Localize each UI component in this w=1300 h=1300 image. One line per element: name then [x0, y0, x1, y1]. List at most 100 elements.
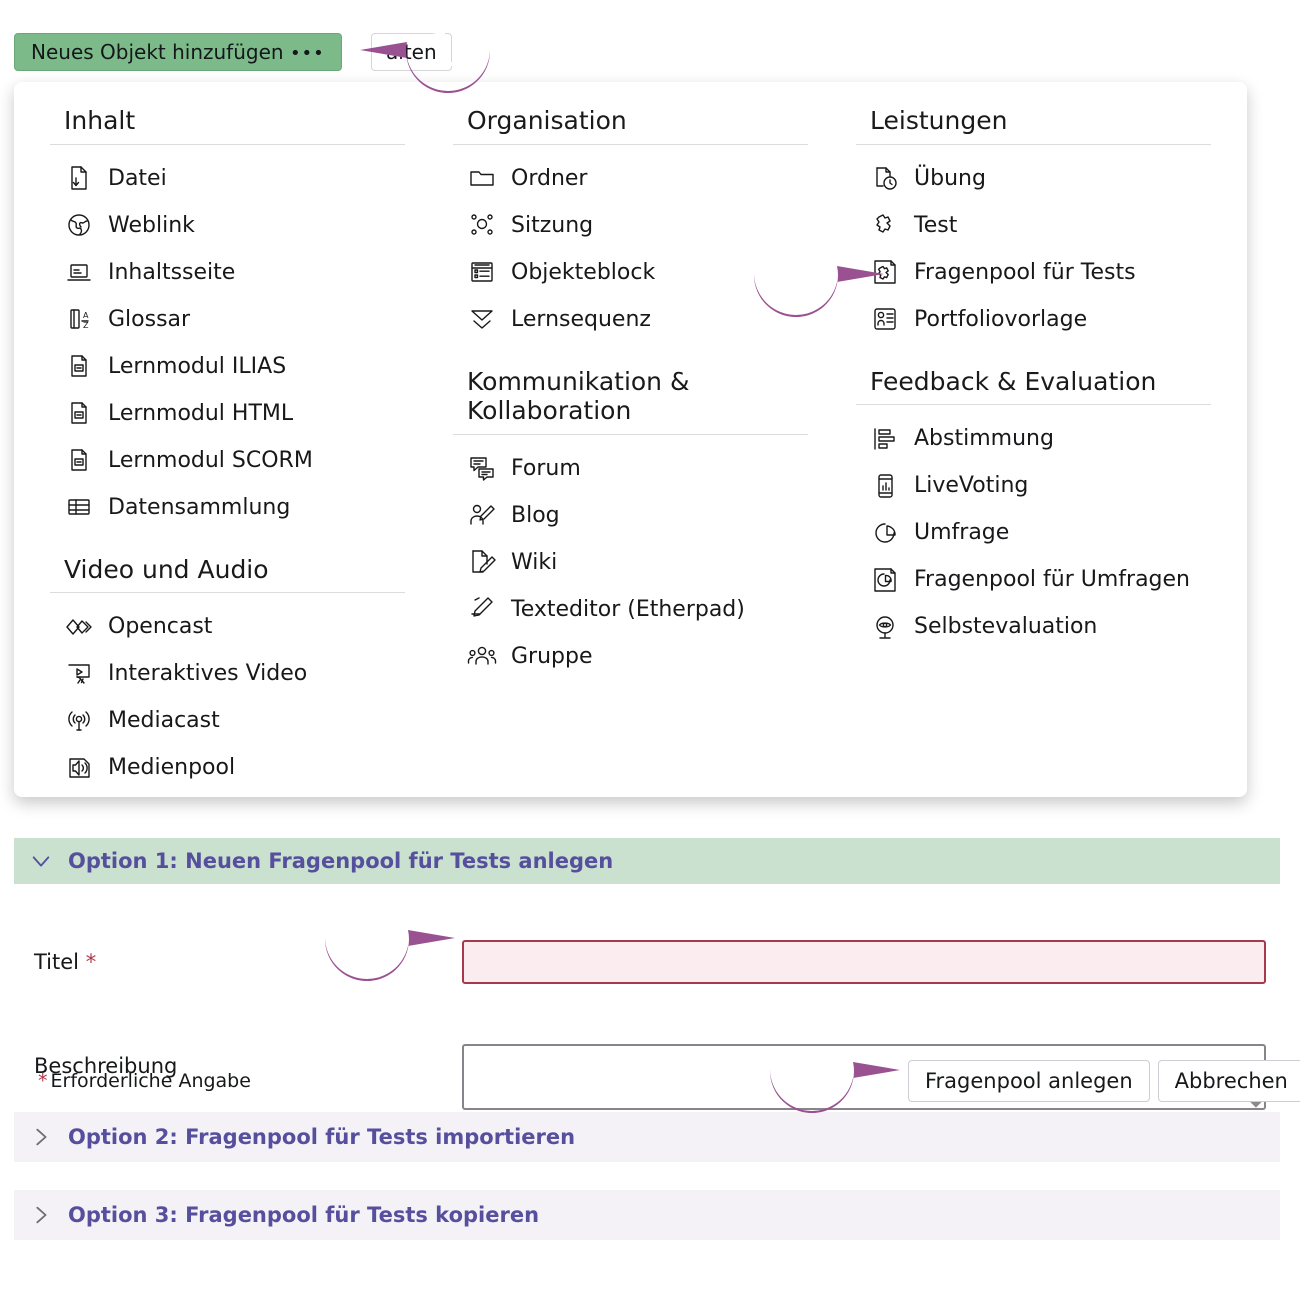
dropdown-item-label: Selbstevaluation: [914, 614, 1098, 639]
dropdown-item[interactable]: Blog: [453, 492, 808, 539]
accordion-option-3-title: Option 3: Fragenpool für Tests kopieren: [68, 1203, 540, 1227]
dropdown-item[interactable]: Interaktives Video: [50, 650, 405, 697]
phone-chart-icon: [870, 471, 900, 501]
toolbar: Neues Objekt hinzufügen ••• alten: [0, 0, 1300, 86]
group-spacer: [856, 343, 1211, 367]
group-divider: [453, 143, 808, 145]
dropdown-item[interactable]: Gruppe: [453, 633, 808, 680]
dropdown-item[interactable]: Sitzung: [453, 202, 808, 249]
etherpad-icon: [467, 594, 497, 624]
dropdown-item-label: Portfoliovorlage: [914, 306, 1088, 332]
learning-module-icon: [64, 351, 94, 381]
dropdown-item[interactable]: Fragenpool für Umfragen: [856, 556, 1211, 603]
dropdown-item-label: Medienpool: [108, 755, 236, 780]
dropdown-item[interactable]: Forum: [453, 445, 808, 492]
dropdown-item[interactable]: Datensammlung: [50, 484, 405, 531]
dropdown-item-label: Sitzung: [511, 212, 594, 238]
dropdown-item[interactable]: Datei: [50, 155, 405, 202]
dropdown-item[interactable]: Abstimmung: [856, 415, 1211, 462]
question-pool-icon: [870, 257, 900, 287]
dropdown-item-label: Fragenpool für Umfragen: [914, 567, 1190, 592]
dropdown-item[interactable]: Umfrage: [856, 509, 1211, 556]
session-nodes-icon: [467, 210, 497, 240]
forum-icon: [467, 453, 497, 483]
accordion-option-2-title: Option 2: Fragenpool für Tests importier…: [68, 1125, 576, 1149]
dropdown-item-label: Glossar: [108, 306, 191, 332]
group-spacer: [50, 531, 405, 555]
puzzle-icon: [870, 210, 900, 240]
dropdown-item[interactable]: Wiki: [453, 539, 808, 586]
group-divider: [50, 592, 405, 593]
dropdown-item[interactable]: Objekteblock: [453, 249, 808, 296]
dropdown-item-label: Lernsequenz: [511, 306, 651, 332]
group-divider: [453, 433, 808, 435]
dropdown-item-label: LiveVoting: [914, 473, 1029, 498]
accordion-option-1-title: Option 1: Neuen Fragenpool für Tests anl…: [68, 849, 614, 873]
dropdown-item-label: Lernmodul ILIAS: [108, 353, 287, 379]
dropdown-item-label: Ordner: [511, 165, 588, 191]
add-object-button-label: Neues Objekt hinzufügen: [31, 40, 284, 64]
content-page-icon: [64, 257, 94, 287]
dropdown-item[interactable]: Selbstevaluation: [856, 603, 1211, 650]
exercise-clock-icon: [870, 163, 900, 193]
dropdown-item[interactable]: LiveVoting: [856, 462, 1211, 509]
dropdown-item[interactable]: Ordner: [453, 155, 808, 202]
table-icon: [64, 492, 94, 522]
chevron-down-icon: [30, 850, 52, 872]
dropdown-item-label: Inhaltsseite: [108, 259, 236, 285]
learning-module-icon: [64, 398, 94, 428]
portfolio-template-icon: [870, 304, 900, 334]
chevron-right-icon: [30, 1126, 52, 1148]
dropdown-item-label: Wiki: [511, 549, 558, 575]
dropdown-item-label: Lernmodul SCORM: [108, 447, 313, 473]
group-divider: [50, 143, 405, 145]
group-divider: [856, 404, 1211, 405]
accordion-option-3-header[interactable]: Option 3: Fragenpool für Tests kopieren: [14, 1190, 1280, 1240]
dropdown-item[interactable]: Texteditor (Etherpad): [453, 586, 808, 633]
create-question-pool-form: Option 1: Neuen Fragenpool für Tests anl…: [0, 838, 1300, 1240]
dropdown-item[interactable]: Opencast: [50, 603, 405, 650]
ellipsis-icon: •••: [289, 43, 325, 64]
accordion-option-2-header[interactable]: Option 2: Fragenpool für Tests importier…: [14, 1112, 1280, 1162]
dropdown-item-label: Datei: [108, 165, 167, 191]
svg-text:Z: Z: [83, 321, 89, 330]
title-input[interactable]: [462, 940, 1266, 984]
accordion-option-1-header[interactable]: Option 1: Neuen Fragenpool für Tests anl…: [14, 838, 1280, 884]
add-object-button[interactable]: Neues Objekt hinzufügen •••: [14, 33, 342, 71]
dropdown-item-label: Umfrage: [914, 520, 1010, 545]
submit-button[interactable]: Fragenpool anlegen: [908, 1060, 1150, 1102]
speaker-icon: [64, 753, 94, 783]
dropdown-item[interactable]: Medienpool: [50, 744, 405, 791]
secondary-toolbar-button[interactable]: alten: [371, 33, 452, 71]
dropdown-item[interactable]: Übung: [856, 155, 1211, 202]
dropdown-item[interactable]: Mediacast: [50, 697, 405, 744]
form-actions: Fragenpool anlegen Abbrechen: [908, 1060, 1300, 1102]
interactive-video-icon: [64, 659, 94, 689]
dropdown-item[interactable]: Lernmodul SCORM: [50, 437, 405, 484]
cancel-button[interactable]: Abbrechen: [1157, 1060, 1300, 1102]
dropdown-item[interactable]: Portfoliovorlage: [856, 296, 1211, 343]
chevron-right-icon: [30, 1204, 52, 1226]
dropdown-item[interactable]: Lernsequenz: [453, 296, 808, 343]
dropdown-item-label: Lernmodul HTML: [108, 400, 294, 426]
svg-text:A: A: [83, 311, 89, 320]
eye-evaluation-icon: [870, 612, 900, 642]
dropdown-item-label: Interaktives Video: [108, 661, 308, 686]
group-title: Leistungen: [870, 106, 1008, 135]
dropdown-item[interactable]: Test: [856, 202, 1211, 249]
dropdown-item[interactable]: Weblink: [50, 202, 405, 249]
dropdown-item-label: Weblink: [108, 212, 195, 238]
svg-text:3: 3: [358, 911, 387, 965]
dropdown-item[interactable]: Lernmodul HTML: [50, 390, 405, 437]
dropdown-item[interactable]: Inhaltsseite: [50, 249, 405, 296]
title-field-label: Titel *: [34, 950, 97, 974]
dropdown-item[interactable]: Lernmodul ILIAS: [50, 343, 405, 390]
group-title: Kommunikation & Kollaboration: [467, 366, 690, 426]
dropdown-item-label: Texteditor (Etherpad): [511, 596, 745, 622]
dropdown-item[interactable]: Fragenpool für Tests: [856, 249, 1211, 296]
